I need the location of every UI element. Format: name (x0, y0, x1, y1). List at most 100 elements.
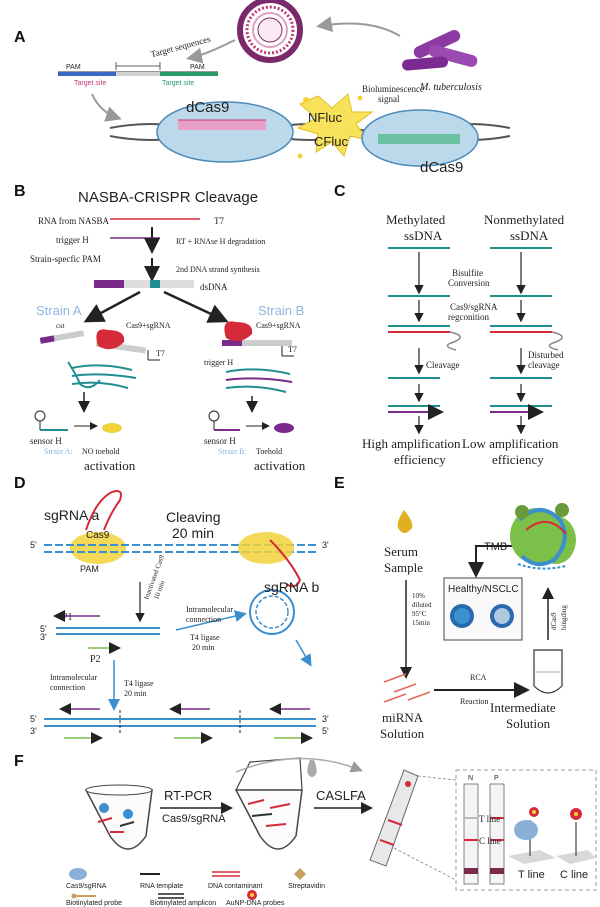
d-five-mid: 5' (40, 624, 47, 634)
t7-left-label: T7 (156, 349, 165, 358)
rt-rnase-label: RT + RNAse H degradation (176, 237, 265, 246)
t4-left-label-2: 20 min (124, 689, 146, 698)
panel-e-letter: E (334, 475, 345, 492)
strain-b-tag: Strain B: (218, 447, 247, 456)
rtpcr-label: RT-PCR (164, 788, 212, 803)
d-three-mid: 3' (40, 632, 47, 642)
dcas9-hrp-complex (510, 503, 576, 570)
d-three-bot-r: 3' (322, 714, 329, 724)
caslfa-label: CASLFA (316, 788, 366, 803)
tube-2-icon (234, 757, 303, 850)
legend-6: AuNP-DNA probes (226, 900, 285, 907)
cleaving-label-1: Cleaving (166, 509, 220, 525)
intra-label-1: Intramolecular (186, 605, 233, 614)
pam-d-label: PAM (80, 564, 99, 574)
dcas9-left-protein (156, 101, 294, 163)
legend-cas9-icon (69, 868, 87, 880)
cut-label: cut (56, 322, 65, 330)
cas9-recog-label-2: regconition (448, 312, 489, 322)
lfa-strip-icon (369, 769, 419, 867)
disturbed-label-2: cleavage (528, 360, 559, 370)
high-amp-label-1: High amplification (362, 436, 461, 451)
cas9-d-protein (70, 532, 126, 564)
t-line-label: T line (479, 814, 500, 824)
panel-a: A M. tuberculosis Target sequences (14, 0, 511, 176)
target-site-1-label: Target site (74, 80, 106, 87)
trigger-h-right-label: trigger H (204, 358, 233, 367)
strain-pam-label: Strain-specfic PAM (30, 254, 101, 264)
target-sequences-label: Target sequences (150, 34, 212, 60)
t7-right-label: T7 (288, 345, 297, 354)
d-five-bot: 5' (30, 714, 37, 724)
panel-b-title: NASBA-CRISPR Cleavage (78, 189, 258, 206)
panel-f: F RT-PCR Cas9/sgRNA CASLFA (14, 753, 597, 907)
serum-drop-icon (397, 510, 413, 533)
target-sequence-strip (58, 62, 218, 76)
intra-label-2: connection (186, 615, 221, 624)
mtb-bacteria-icon (402, 29, 478, 71)
signal-label-2: signal (378, 94, 400, 104)
t4-label-1: T4 ligase (190, 633, 220, 642)
serum-label-2: Sample (384, 560, 423, 575)
mirna-strands (383, 673, 431, 703)
rca-label-1: RCA (470, 673, 487, 682)
intermediate-label-1: Intermediate (490, 700, 556, 715)
sgrna-a-label: sgRNA a (44, 507, 99, 523)
low-amp-label-1: Low amplification (462, 436, 559, 451)
cond-4: 15min (412, 619, 430, 627)
second-strand-label: 2nd DNA strand synthesis (176, 265, 260, 274)
panel-b-letter: B (14, 183, 26, 200)
cleaving-label-2: 20 min (172, 525, 214, 541)
dsdna-label: dsDNA (200, 282, 228, 292)
sgrna-b-label: sgRNA b (264, 579, 319, 595)
panel-b: B NASBA-CRISPR Cleavage RNA from NASBA T… (14, 183, 306, 473)
serum-label-1: Serum (384, 544, 418, 559)
detail-box (455, 769, 597, 891)
dcas9-binding-label-1: dCas9 (550, 612, 558, 630)
legend-strep-icon (294, 868, 306, 880)
intra-left-label-1: Intramolecular (50, 673, 97, 682)
dcas9-left-label: dCas9 (186, 99, 229, 116)
dcas9-right-label: dCas9 (420, 159, 463, 176)
dsdna-b (94, 280, 194, 288)
organism-label: M. tuberculosis (419, 82, 482, 93)
bisulfite-label-2: Conversion (448, 278, 490, 288)
legend-4: Biotinylated probe (66, 900, 122, 907)
intermediate-label-2: Solution (506, 716, 551, 731)
rna-nasba-label: RNA from NASBA (38, 216, 110, 226)
legend: Cas9/sgRNA RNA template DNA contaminant … (66, 868, 325, 907)
strip-p-label: P (494, 775, 499, 782)
pam-left-label: PAM (66, 64, 81, 71)
nfluc-label: NFluc (308, 110, 342, 125)
disturbed-label-1: Disturbed (528, 350, 564, 360)
dcas9-binding-label-2: bingding (560, 605, 568, 630)
strain-a-tag: Strain A: (44, 447, 73, 456)
c-line-big-label: C line (560, 869, 588, 881)
legend-1: RNA template (140, 883, 183, 890)
activation-right-label: activation (254, 458, 306, 473)
strain-b-result: Toehold (256, 447, 282, 456)
cas9-right-label: Cas9+sgRNA (256, 321, 301, 330)
t4-label-2: 20 min (192, 643, 214, 652)
sensor-right-label: sensor H (204, 436, 236, 446)
p1-label: P1 (62, 612, 73, 623)
cas9-right-icon (224, 321, 253, 342)
activation-left-label: activation (84, 458, 136, 473)
panel-a-letter: A (14, 29, 26, 46)
mirna-label-2: Solution (380, 726, 425, 741)
cond-3: 95°C (412, 610, 427, 618)
strip-p (489, 783, 505, 885)
panel-c: C Methylated ssDNA Nonmethylated ssDNA C… (334, 183, 565, 467)
t-line-big-label: T line (518, 869, 545, 881)
c-line-label: C line (479, 836, 501, 846)
sensor-left-label: sensor H (30, 436, 62, 446)
d-five-top-l: 5' (30, 540, 37, 550)
strip-n-label: N (468, 775, 473, 782)
strip-n (463, 783, 479, 885)
t4-left-label-1: T4 ligase (124, 679, 154, 688)
rca-label-2: Reaction (460, 697, 488, 706)
nonmethylated-label-2: ssDNA (510, 228, 549, 243)
panel-d-letter: D (14, 475, 26, 492)
legend-2: DNA contaminant (208, 883, 263, 890)
nonmethylated-label-1: Nonmethylated (484, 212, 565, 227)
